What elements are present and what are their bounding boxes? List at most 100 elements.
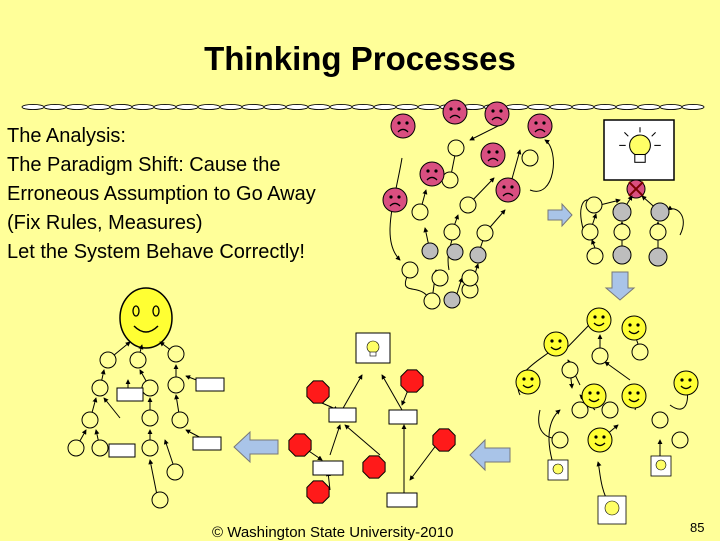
- light-bulb-icon: [597, 495, 627, 525]
- tree-node: [561, 361, 579, 379]
- tree-node: [476, 224, 494, 242]
- tree-node: [650, 202, 670, 222]
- tree-node: [651, 411, 669, 429]
- sad-face-icon: [527, 113, 553, 139]
- tree-node: [551, 431, 569, 449]
- rule-boxes: [312, 332, 418, 508]
- happy-face-icon: [119, 287, 173, 349]
- rule-box: [312, 460, 344, 476]
- block-arrow-icon: [604, 271, 636, 301]
- happy-face-icon: [621, 383, 647, 409]
- tree-node: [141, 379, 159, 397]
- block-arrow-icon: [469, 438, 511, 472]
- tree-node: [141, 439, 159, 457]
- tree-node: [129, 351, 147, 369]
- stop-sign-icon: [432, 428, 456, 452]
- tree-node: [167, 345, 185, 363]
- stop-sign-icon: [306, 380, 330, 404]
- happy-faces: [515, 307, 699, 453]
- happy-face-icon: [621, 315, 647, 341]
- tree-node: [99, 351, 117, 369]
- block-arrow-icon: [547, 202, 573, 228]
- insight-box: [603, 119, 675, 181]
- tree-node: [81, 411, 99, 429]
- sad-face-icon: [480, 142, 506, 168]
- tree-node: [91, 379, 109, 397]
- sad-face-icon: [484, 101, 510, 127]
- tree-node: [613, 223, 631, 241]
- sad-face-icon: [495, 177, 521, 203]
- light-bulb-icon: [366, 340, 380, 357]
- rule-box: [328, 407, 357, 423]
- divider-line: [21, 103, 705, 111]
- tree-node: [612, 202, 632, 222]
- stop-sign-icon: [306, 480, 330, 504]
- tree-node: [443, 223, 461, 241]
- problem-tree-nodes: [401, 139, 539, 310]
- rule-box: [386, 492, 418, 508]
- tree-node: [411, 203, 429, 221]
- analysis-line: Let the System Behave Correctly!: [7, 241, 305, 263]
- analysis-line: The Analysis:: [7, 125, 126, 147]
- tree-node: [167, 376, 185, 394]
- final-tree-nodes: [67, 345, 189, 509]
- red-x-icon: [626, 179, 646, 199]
- analysis-line: Erroneous Assumption to Go Away: [7, 183, 316, 205]
- rule-box: [388, 409, 418, 425]
- tree-node: [431, 269, 449, 287]
- tree-node: [581, 223, 599, 241]
- tree-node: [631, 343, 649, 361]
- stop-sign-icon: [362, 455, 386, 479]
- slide-title: Thinking Processes: [204, 40, 516, 77]
- fixed-tree-nodes: [581, 196, 670, 267]
- sad-faces: [382, 99, 553, 213]
- happy-face-icon: [586, 307, 612, 333]
- tree-node: [421, 242, 439, 260]
- sad-face-icon: [442, 99, 468, 125]
- light-bulb-icon: [547, 459, 569, 481]
- tree-node: [443, 291, 461, 309]
- analysis-line: (Fix Rules, Measures): [7, 212, 203, 234]
- rule-box: [192, 436, 222, 451]
- small-bulbs: [547, 455, 672, 525]
- tree-node: [423, 292, 441, 310]
- tree-node: [586, 247, 604, 265]
- analysis-line: The Paradigm Shift: Cause the: [7, 154, 281, 176]
- happy-network-nodes: [551, 343, 689, 449]
- stop-sign-icon: [400, 369, 424, 393]
- tree-node: [461, 269, 479, 287]
- rule-box: [116, 387, 144, 402]
- analysis-text: The Analysis: The Paradigm Shift: Cause …: [7, 122, 316, 267]
- block-arrow-icon: [233, 430, 279, 464]
- stop-signs: [288, 369, 456, 504]
- tree-node: [591, 347, 609, 365]
- rule-box: [195, 377, 225, 392]
- happy-face-icon: [673, 370, 699, 396]
- sad-face-icon: [390, 113, 416, 139]
- tree-node: [649, 223, 667, 241]
- sad-face-icon: [419, 161, 445, 187]
- rule-box: [108, 443, 136, 458]
- tree-node: [571, 401, 589, 419]
- light-bulb-icon: [619, 127, 661, 163]
- tree-node: [447, 139, 465, 157]
- tree-node: [141, 409, 159, 427]
- tree-node: [67, 439, 85, 457]
- happy-face-icon: [515, 369, 541, 395]
- tree-node: [612, 245, 632, 265]
- tree-node: [469, 246, 487, 264]
- sad-face-icon: [382, 187, 408, 213]
- light-bulb-icon: [650, 455, 672, 477]
- tree-node: [601, 401, 619, 419]
- tree-node: [91, 439, 109, 457]
- final-rule-boxes: [108, 377, 225, 458]
- tree-node: [671, 431, 689, 449]
- tree-node: [585, 196, 603, 214]
- tree-node: [648, 247, 668, 267]
- happy-face-icon: [581, 383, 607, 409]
- tree-node: [166, 463, 184, 481]
- happy-face-icon: [543, 331, 569, 357]
- tree-node: [171, 411, 189, 429]
- copyright-footer: © Washington State University-2010: [212, 524, 454, 541]
